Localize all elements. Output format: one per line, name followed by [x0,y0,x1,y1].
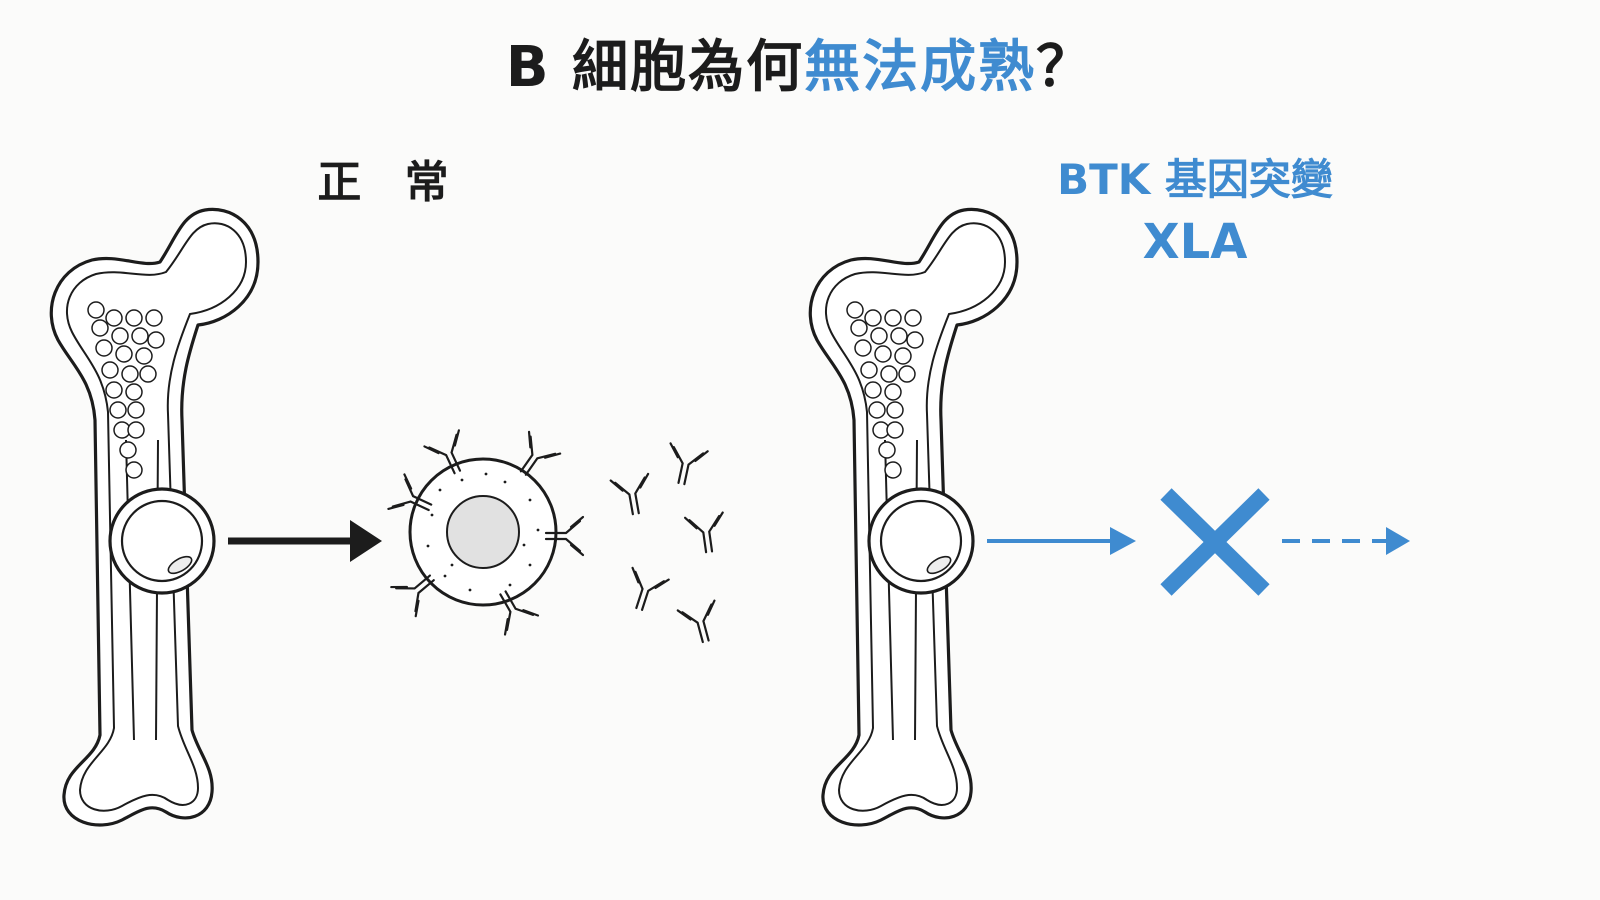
mutation-panel-label: BTK 基因突變 [1057,155,1333,204]
title-highlight: 無法成熟 [804,35,1037,100]
title-suffix: ？ [1036,35,1095,100]
blocked-x-icon [1160,488,1270,596]
mutation-bone-icon [808,207,1019,827]
maturation-arrow-icon [228,520,382,562]
page-title: B 細胞為何無法成熟？ [0,22,1600,103]
dashed-arrow-icon [1282,527,1410,555]
normal-bone-icon [49,207,260,827]
mature-b-cell-icon [387,429,585,636]
normal-panel-label: 正 常 [317,157,463,208]
blocked-arrow-icon [987,527,1136,555]
free-antibody-icons [609,442,729,648]
title-prefix: B 細胞為何 [505,35,805,100]
disease-label: XLA [1142,214,1248,270]
